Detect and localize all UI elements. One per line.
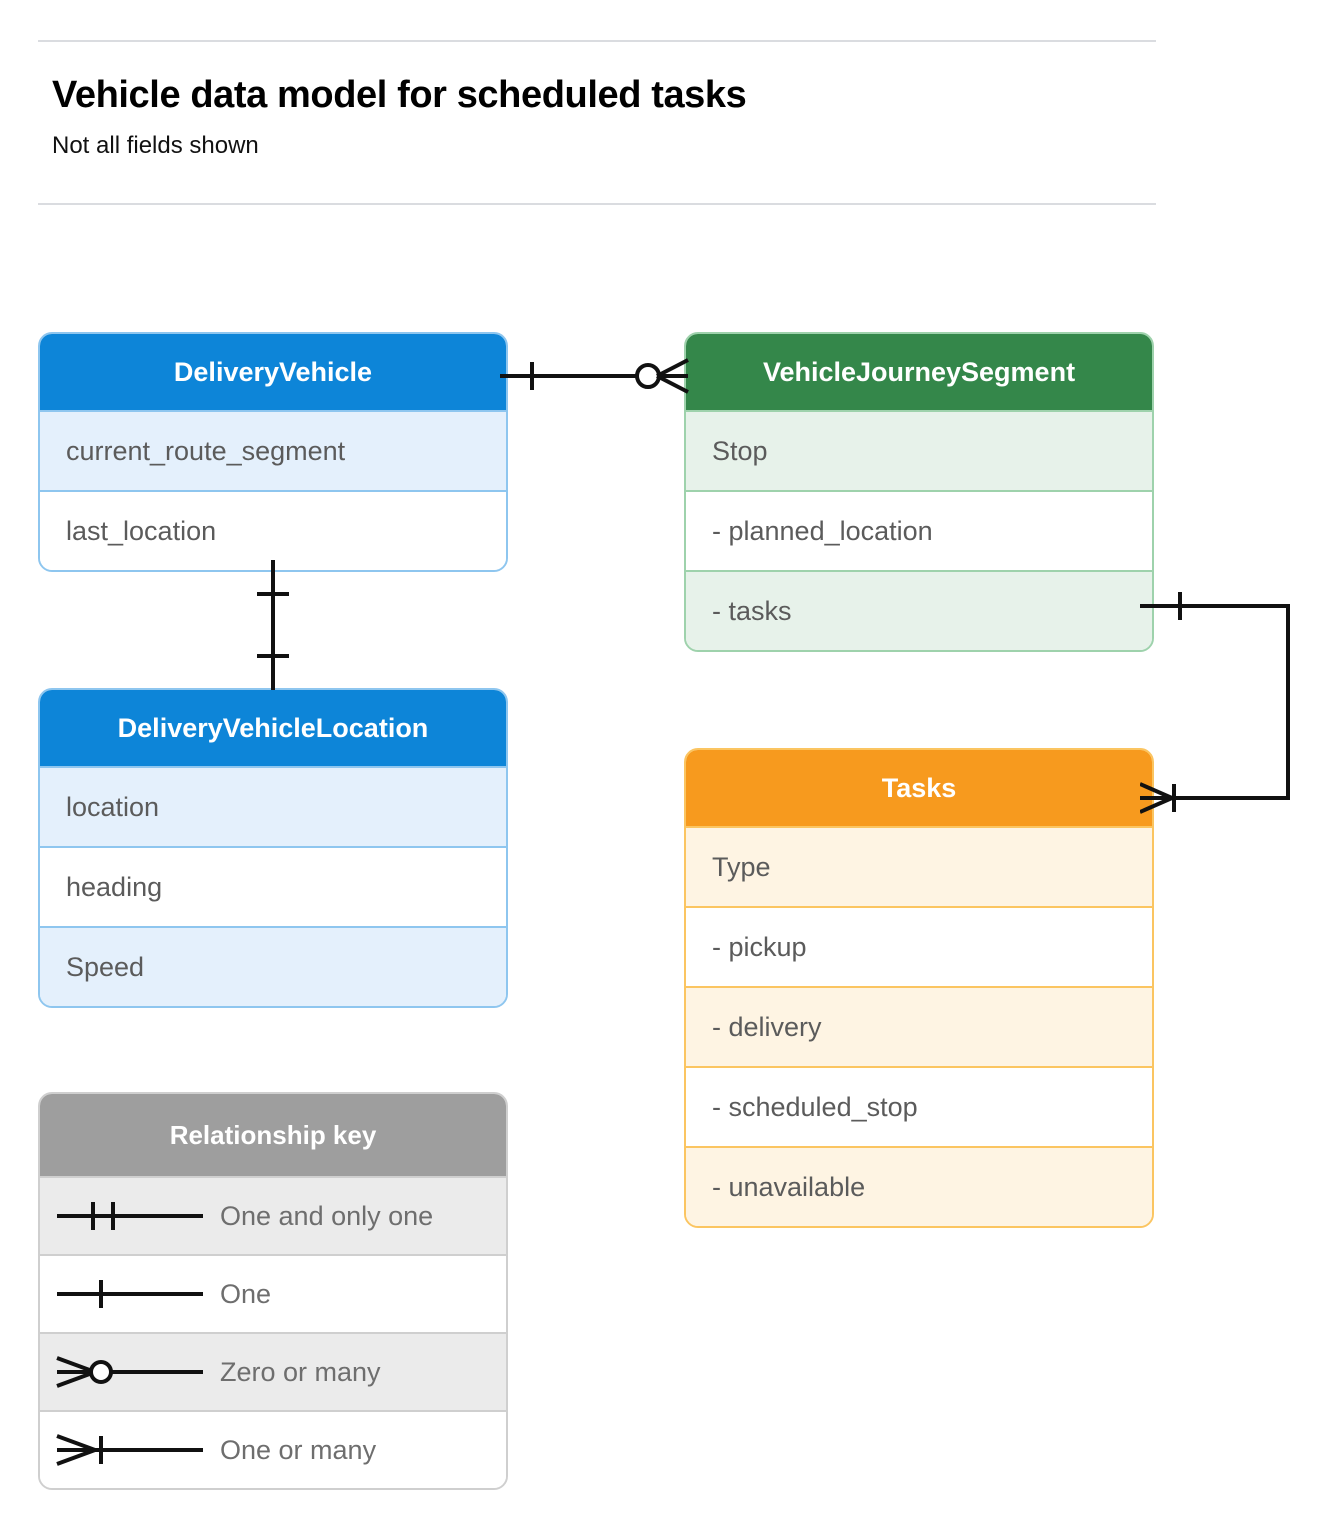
legend-row-label: One and only one — [220, 1200, 434, 1231]
legend-title: Relationship key — [40, 1094, 506, 1176]
legend-row: One or many — [40, 1410, 506, 1488]
entity-field-row: - unavailable — [686, 1146, 1152, 1226]
entity-field-row: - planned_location — [686, 490, 1152, 570]
page-subtitle: Not all fields shown — [52, 132, 259, 159]
entity-field-row: heading — [40, 846, 506, 926]
legend-row: One — [40, 1254, 506, 1332]
entity-title: Tasks — [686, 750, 1152, 826]
one-and-only-one-icon — [40, 1196, 220, 1236]
one-icon — [40, 1274, 220, 1314]
relationship-delivery-vehicle-to-location — [245, 560, 301, 695]
relationship-delivery-vehicle-to-journey-segment — [500, 348, 690, 409]
entity-delivery-vehicle[interactable]: DeliveryVehicle current_route_segment la… — [38, 332, 508, 572]
entity-tasks[interactable]: Tasks Type - pickup - delivery - schedul… — [684, 748, 1154, 1228]
entity-field-row: location — [40, 766, 506, 846]
entity-field-row: Speed — [40, 926, 506, 1006]
entity-vehicle-journey-segment[interactable]: VehicleJourneySegment Stop - planned_loc… — [684, 332, 1154, 652]
entity-field-row: current_route_segment — [40, 410, 506, 490]
entity-title: VehicleJourneySegment — [686, 334, 1152, 410]
header-divider-top — [38, 40, 1156, 42]
legend-row-label: One — [220, 1278, 272, 1309]
entity-field-row: Stop — [686, 410, 1152, 490]
legend-row-label: Zero or many — [220, 1356, 381, 1387]
entity-field-row: Type — [686, 826, 1152, 906]
relationship-journey-segment-to-tasks — [1139, 580, 1320, 835]
entity-title: DeliveryVehicle — [40, 334, 506, 410]
page-title: Vehicle data model for scheduled tasks — [52, 74, 747, 116]
one-or-many-icon — [40, 1430, 220, 1470]
relationship-key-legend[interactable]: Relationship key One and only one One — [38, 1092, 508, 1490]
legend-row: Zero or many — [40, 1332, 506, 1410]
header-divider-bottom — [38, 203, 1156, 205]
entity-delivery-vehicle-location[interactable]: DeliveryVehicleLocation location heading… — [38, 688, 508, 1008]
entity-field-row: - pickup — [686, 906, 1152, 986]
entity-title: DeliveryVehicleLocation — [40, 690, 506, 766]
legend-row: One and only one — [40, 1176, 506, 1254]
entity-field-row: - scheduled_stop — [686, 1066, 1152, 1146]
entity-field-row: last_location — [40, 490, 506, 570]
entity-field-row: - tasks — [686, 570, 1152, 650]
entity-field-row: - delivery — [686, 986, 1152, 1066]
legend-row-label: One or many — [220, 1434, 377, 1465]
zero-or-many-icon — [40, 1352, 220, 1392]
